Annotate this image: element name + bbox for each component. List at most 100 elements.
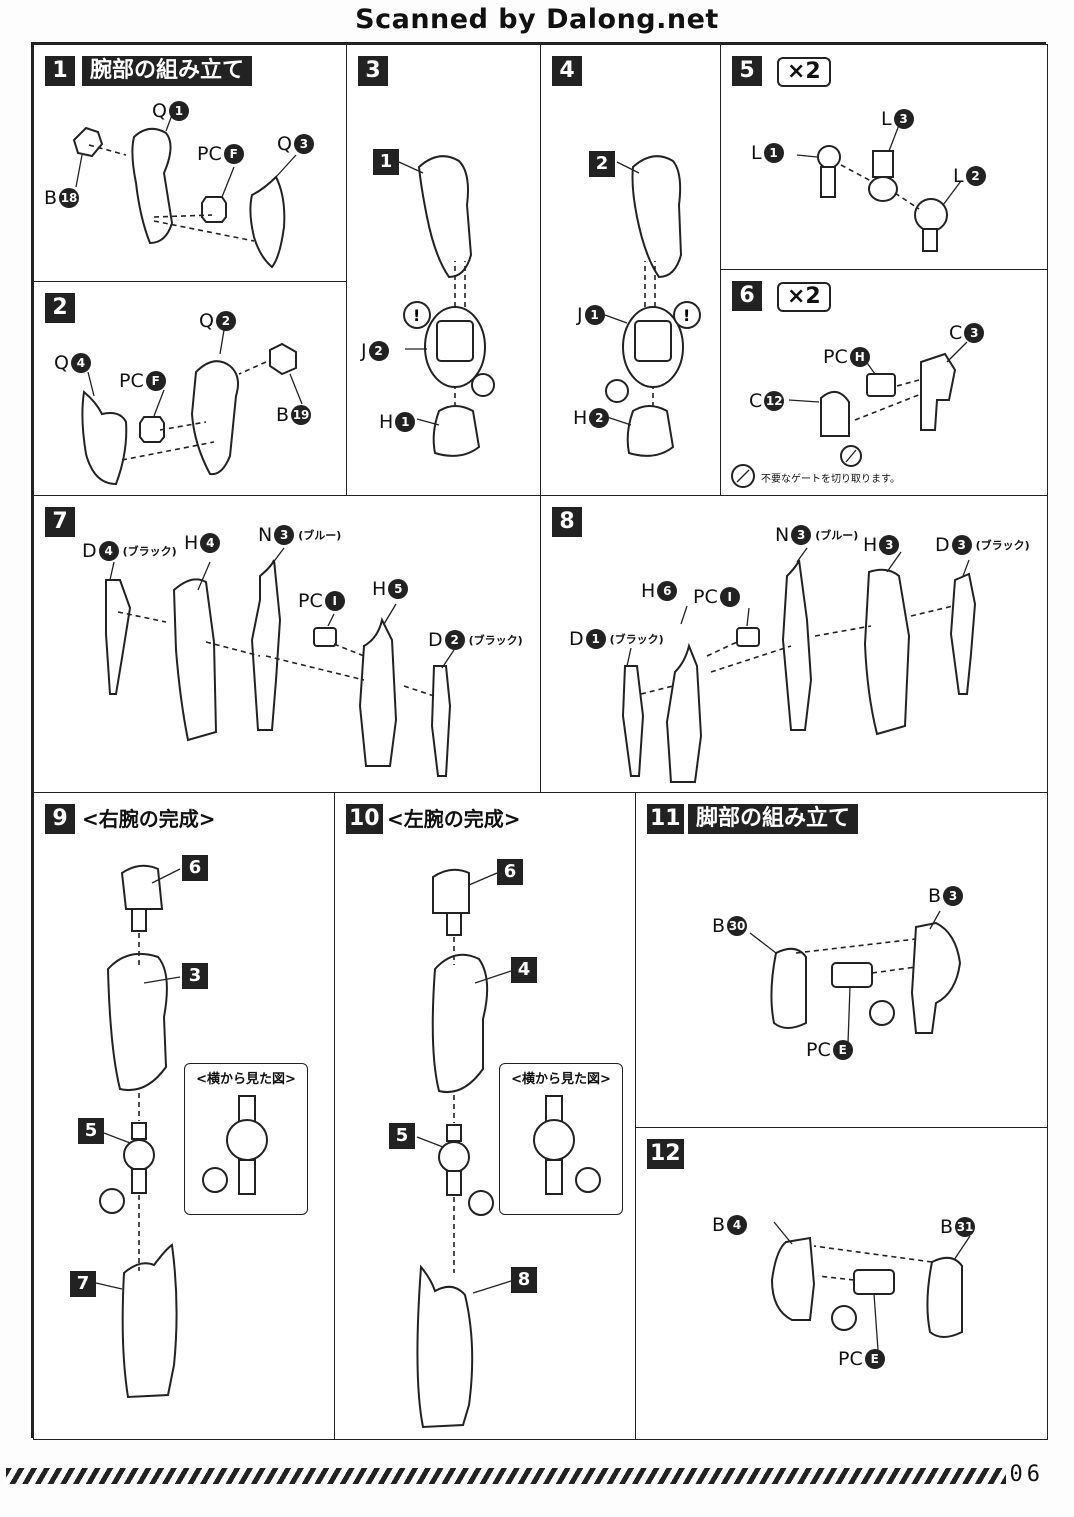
step-number: 11 bbox=[647, 804, 684, 834]
step-number: 8 bbox=[552, 507, 582, 537]
sub-assembly-ref: 5 bbox=[78, 1118, 104, 1144]
leg-parts-illustration bbox=[749, 910, 962, 1044]
sub-assembly-ref: 6 bbox=[497, 859, 523, 885]
side-view-caption: <横から見た図> bbox=[511, 1072, 611, 1087]
footer-stripes bbox=[6, 1468, 1006, 1484]
side-view-illustration bbox=[202, 1095, 268, 1195]
step-10-panel: 10 <左腕の完成> 6 4 5 8 <横から見た図> bbox=[334, 792, 636, 1440]
arm-assembly-illustration: ! bbox=[398, 155, 495, 457]
step-9-panel: 9 <右腕の完成> 6 3 5 7 <横から見た図> bbox=[33, 792, 335, 1440]
page-footer: 06 bbox=[0, 1462, 1074, 1492]
scan-credit: Scanned by Dalong.net bbox=[355, 4, 719, 35]
forearm-parts-illustration bbox=[105, 547, 455, 777]
side-view-inset: <横から見た図> bbox=[499, 1063, 623, 1215]
side-view-illustration bbox=[533, 1095, 601, 1195]
forearm-parts-illustration bbox=[621, 547, 977, 783]
quantity-multiplier: ×2 bbox=[777, 282, 831, 312]
leg-parts-illustration bbox=[770, 1221, 971, 1351]
step-title: 腕部の組み立て bbox=[82, 56, 253, 86]
arm-assembly-illustration: ! bbox=[604, 155, 701, 457]
step-number: 6 bbox=[732, 281, 762, 311]
step-number: 12 bbox=[647, 1139, 684, 1169]
sub-assembly-ref: 7 bbox=[70, 1271, 96, 1297]
quantity-multiplier: ×2 bbox=[777, 57, 831, 87]
joint-parts-illustration bbox=[731, 341, 968, 488]
page-number: 06 bbox=[1009, 1462, 1044, 1487]
step-number: 1 bbox=[45, 56, 75, 86]
step-title: <左腕の完成> bbox=[387, 807, 521, 831]
step-number: 5 bbox=[732, 56, 762, 86]
sub-assembly-ref: 6 bbox=[182, 855, 208, 881]
sub-assembly-ref: 2 bbox=[589, 151, 615, 177]
gate-removal-note: 不要なゲートを切り取ります。 bbox=[761, 474, 900, 485]
joint-parts-illustration bbox=[796, 124, 962, 252]
step-number: 4 bbox=[552, 56, 582, 86]
step-number: 3 bbox=[358, 56, 388, 86]
step-number: 7 bbox=[45, 507, 75, 537]
sub-assembly-ref: 5 bbox=[389, 1123, 415, 1149]
sub-assembly-ref: 1 bbox=[373, 149, 399, 175]
side-view-inset: <横から見た図> bbox=[184, 1063, 308, 1215]
step-number: 9 bbox=[45, 804, 75, 834]
sub-assembly-ref: 4 bbox=[511, 957, 537, 983]
sub-assembly-ref: 3 bbox=[182, 963, 208, 989]
step-title: <右腕の完成> bbox=[82, 807, 216, 831]
step-title: 脚部の組み立て bbox=[688, 804, 859, 834]
right-arm-assembly-illustration bbox=[95, 864, 181, 1399]
arm-parts-illustration bbox=[72, 114, 297, 269]
sub-assembly-ref: 8 bbox=[511, 1267, 537, 1293]
side-view-caption: <横から見た図> bbox=[196, 1072, 296, 1087]
step-number: 10 bbox=[346, 804, 383, 834]
svg-text:!: ! bbox=[683, 306, 690, 325]
step-number: 2 bbox=[45, 293, 75, 323]
svg-text:!: ! bbox=[413, 306, 420, 325]
left-arm-assembly-illustration bbox=[416, 868, 512, 1429]
